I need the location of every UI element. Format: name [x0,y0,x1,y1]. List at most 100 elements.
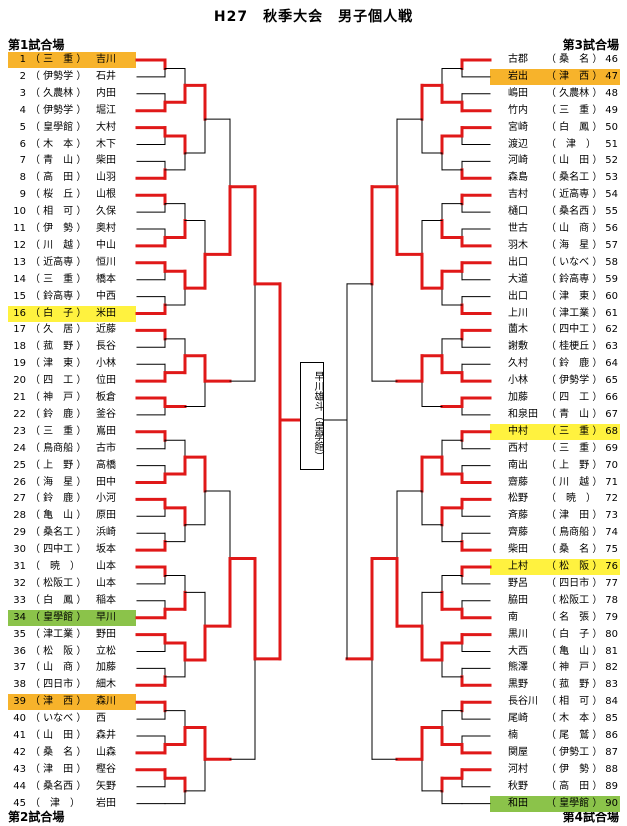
player-row: 36（ 松 阪 ）立松 [8,644,136,660]
player-row: 16（ 白 子 ）米田 [8,305,136,322]
player-name: 森井 [96,730,116,741]
player-name: 木下 [96,138,116,150]
player-number: 38 [13,679,26,691]
player-number: 22 [13,408,26,420]
player-name: 大西 [508,645,528,657]
player-school: （ 川 越 ） [30,239,87,251]
player-number: 50 [605,121,618,133]
player-name: 恒川 [96,256,116,268]
player-row: 39（ 津 西 ）森川 [8,694,136,711]
player-school: （ 三 重 ） [546,104,603,116]
player-number: 37 [13,662,26,674]
player-number: 8 [19,172,26,184]
player-school: （ 白 子 ） [546,628,603,640]
player-name: 坂本 [96,544,116,556]
player-name: 野田 [96,628,116,640]
player-row: 11（ 伊 勢 ）奥村 [8,221,136,237]
player-school: （ 松阪工 ） [546,594,603,606]
player-row: 31（ 暁 ）山本 [8,559,136,575]
player-row: 23（ 三 重 ）嶌田 [8,424,136,440]
player-name: 秋野 [508,780,528,792]
player-row: 薗木（ 四中工 ）62 [490,322,620,338]
player-row: 5（ 皇學館 ）大村 [8,120,136,136]
player-number: 68 [605,425,618,437]
player-name: 熊澤 [508,662,528,674]
player-name: 近藤 [96,324,116,336]
player-number: 30 [13,544,26,556]
player-number: 41 [13,730,26,741]
player-number: 20 [13,375,26,387]
player-school: （ 三 重 ） [546,442,603,454]
player-row: 34（ 皇學館 ）早川 [8,609,136,626]
player-school: （ 尾 鷲 ） [546,730,603,741]
player-number: 11 [13,223,26,234]
player-school: （ 相 可 ） [546,696,603,708]
player-name: 古郡 [508,54,528,65]
player-number: 72 [605,493,618,505]
player-school: （ 津 西 ） [30,696,87,708]
player-row: 29（ 桑名工 ）浜崎 [8,525,136,541]
player-school: （ 鈴 鹿 ） [30,408,87,420]
player-school: （ 桑名西 ） [546,206,603,218]
player-row: 謝敷（ 桂梗丘 ）63 [490,339,620,355]
player-school: （ 木 本 ） [546,713,603,725]
player-number: 14 [13,273,26,285]
player-school: （ 久 居 ） [30,324,87,336]
player-name: 早川 [96,611,116,623]
player-row: 長谷川（ 相 可 ）84 [490,694,620,710]
player-name: 柴田 [508,544,528,556]
player-school: （ 亀 山 ） [546,645,603,657]
player-number: 61 [605,307,618,319]
player-school: （ 桑 名 ） [546,54,603,65]
player-row: 黒野（ 菰 野 ）83 [490,677,620,693]
player-name: 吉川 [96,54,116,65]
player-number: 33 [13,594,26,606]
player-number: 5 [19,121,26,133]
player-row: 32（ 松阪工 ）山本 [8,576,136,592]
court-label-2: 第2試合場 [8,810,65,824]
player-number: 88 [605,763,618,775]
player-number: 26 [13,476,26,488]
player-number: 15 [13,290,26,302]
player-school: （ いなべ ） [546,256,603,268]
player-row: 吉村（ 近高専 ）54 [490,187,620,203]
player-name: 西 [96,713,106,725]
player-school: （ 三 重 ） [30,425,87,437]
player-name: 嶋田 [508,87,528,99]
player-row: 26（ 海 星 ）田中 [8,475,136,491]
player-school: （ 津工業 ） [30,628,87,640]
player-number: 21 [13,392,26,403]
player-row: 27（ 鈴 鹿 ）小河 [8,491,136,507]
player-row: 秋野（ 高 田 ）89 [490,779,620,795]
player-name: 宮崎 [508,121,528,133]
player-name: 薗木 [508,324,528,336]
player-row: 10（ 相 可 ）久保 [8,204,136,220]
player-number: 63 [605,341,618,353]
player-name: 渡辺 [508,138,528,150]
player-name: 大道 [508,273,528,285]
player-row: 大道（ 鈴高専 ）59 [490,272,620,288]
player-row: 19（ 津 東 ）小林 [8,356,136,372]
player-name: 堀江 [96,104,116,116]
player-name: 内田 [96,87,116,99]
player-number: 67 [605,408,618,420]
player-name: 山本 [96,561,116,572]
player-name: 久村 [508,358,528,370]
player-number: 71 [605,476,618,488]
player-school: （ 桑名工 ） [546,172,603,184]
player-name: 世古 [508,223,528,234]
player-school: （ 上 野 ） [546,459,603,471]
player-number: 31 [13,561,26,572]
player-school: （ 高 田 ） [546,780,603,792]
player-school: （ 高 田 ） [30,172,87,184]
player-row: 齊藤（ 鳥商船 ）74 [490,525,620,541]
player-row: 上村（ 松 阪 ）76 [490,559,620,575]
player-row: 嶋田（ 久農林 ）48 [490,86,620,102]
player-row: 40（ いなべ ）西 [8,711,136,727]
player-row: 羽木（ 海 星 ）57 [490,238,620,254]
player-name: 久保 [96,206,116,218]
player-school: （ 四 工 ） [30,375,87,387]
player-number: 62 [605,324,618,336]
player-row: 2（ 伊勢学 ）石井 [8,69,136,85]
